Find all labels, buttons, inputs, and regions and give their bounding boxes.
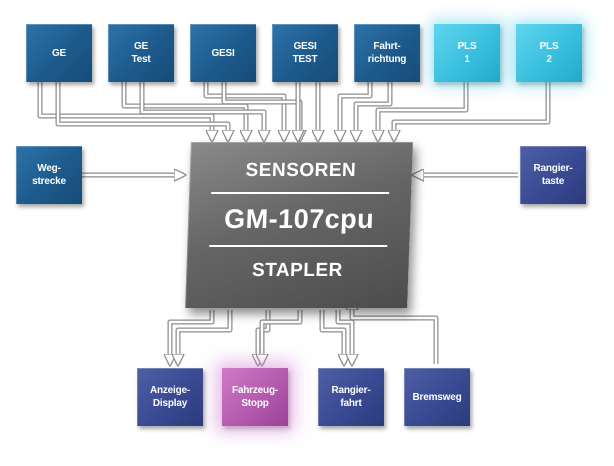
wire-arrow <box>178 310 232 364</box>
output-label-line1: Fahrzeug- <box>232 385 278 396</box>
input-ge: GE <box>26 24 92 82</box>
input-fahrtrichtung: Fahrt- richtung <box>354 24 420 82</box>
input-label-line1: GESI <box>293 41 317 52</box>
cpu-label-sensors: SENSOREN <box>245 160 357 181</box>
output-label-line1: Bremsweg <box>412 391 462 403</box>
cpu-chip: SENSOREN GM-107cpu STAPLER <box>185 142 413 308</box>
wire-arrow <box>38 82 212 140</box>
cpu-divider <box>211 192 390 194</box>
input-label-line1: Rangier- <box>533 163 573 174</box>
output-label-line1: Anzeige- <box>149 385 191 396</box>
wire-arrow <box>170 310 214 364</box>
wire-outline <box>319 310 347 364</box>
wire-outline <box>349 300 439 364</box>
input-ge-test: GE Test <box>108 24 174 82</box>
wire-arrow <box>204 82 284 140</box>
output-label-line2: Display <box>152 398 188 409</box>
wire-arrow <box>320 310 344 364</box>
wire-arrow <box>340 82 372 140</box>
output-fahrzeug-stopp: Fahrzeug- Stopp <box>222 368 288 426</box>
input-label-line2: taste <box>541 176 565 187</box>
wire-arrow <box>378 82 468 140</box>
input-label-line2: 2 <box>546 54 552 65</box>
input-label-line1: GE <box>133 41 149 52</box>
output-label-line2: fahrt <box>340 398 362 409</box>
cpu-label-model: GM-107cpu <box>223 204 375 234</box>
input-rangiertaste: Rangier- taste <box>520 146 586 204</box>
output-anzeige-display: Anzeige- Display <box>137 368 203 426</box>
output-label-line1: Rangier- <box>331 385 371 396</box>
input-pls-1: PLS 1 <box>434 24 500 82</box>
wire-arrow <box>122 82 246 140</box>
input-label-line2: 1 <box>464 54 470 65</box>
input-label-line1: GESI <box>211 47 235 59</box>
input-label-line1: PLS <box>539 41 559 52</box>
output-rangierfahrt: Rangier- fahrt <box>318 368 384 426</box>
input-label-line1: GE <box>51 47 67 59</box>
input-wegstrecke: Weg- strecke <box>16 146 82 204</box>
wire-arrow <box>394 82 550 140</box>
cpu-divider <box>209 245 388 247</box>
input-label-line2: TEST <box>292 54 318 65</box>
input-label-line1: Weg- <box>37 163 61 174</box>
wire-arrow <box>56 82 228 140</box>
output-label-line2: Stopp <box>241 398 269 409</box>
input-gesi: GESI <box>190 24 256 82</box>
wire-arrow <box>336 310 352 364</box>
wire-arrow <box>140 82 264 140</box>
input-label-line2: Test <box>131 54 151 65</box>
input-label-line2: richtung <box>367 54 407 65</box>
cpu-label-stapler: STAPLER <box>251 260 344 281</box>
wire-arrow <box>262 310 302 364</box>
output-bremsweg: Bremsweg <box>404 368 470 426</box>
input-pls-2: PLS 2 <box>516 24 582 82</box>
input-label-line1: Fahrt- <box>373 41 401 52</box>
input-label-line2: strecke <box>32 176 66 187</box>
wire-arrow <box>356 82 392 140</box>
wire-outline <box>175 310 233 364</box>
wire-arrow <box>352 300 438 364</box>
input-gesi-test: GESI TEST <box>272 24 338 82</box>
input-label-line1: PLS <box>457 41 477 52</box>
